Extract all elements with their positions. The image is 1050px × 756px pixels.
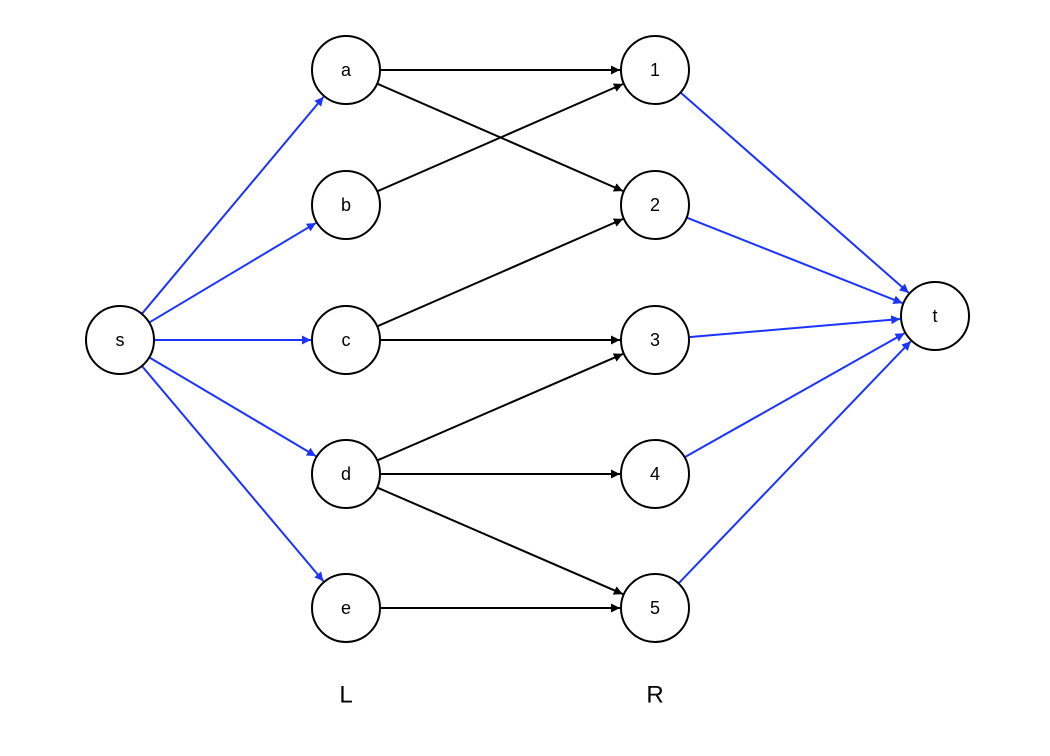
node-c: c (311, 305, 381, 375)
node-circle-2 (620, 170, 690, 240)
node-label-5: 5 (650, 598, 660, 618)
node-label-2: 2 (650, 195, 660, 215)
edge-2-to-t (686, 216, 903, 305)
node-circle-5 (620, 573, 690, 643)
node-label-1: 1 (650, 60, 660, 80)
node-b: b (311, 170, 381, 240)
node-circle-e (311, 573, 381, 643)
node-label-s: s (116, 330, 125, 350)
node-circle-4 (620, 439, 690, 509)
group-label-r: R (646, 682, 663, 709)
edge-1-to-t (679, 91, 910, 294)
node-t: t (900, 281, 970, 351)
node-circle-s (85, 305, 155, 375)
edge-d-to-3 (376, 353, 624, 462)
node-2: 2 (620, 170, 690, 240)
edge-s-to-d (148, 356, 317, 458)
node-label-d: d (341, 464, 351, 484)
node-circle-d (311, 439, 381, 509)
node-label-3: 3 (650, 330, 660, 350)
edge-b-to-1 (376, 83, 624, 193)
edge-s-to-a (141, 96, 325, 315)
node-circle-c (311, 305, 381, 375)
edge-s-to-e (141, 365, 325, 582)
node-label-t: t (932, 306, 937, 326)
node-label-4: 4 (650, 464, 660, 484)
node-5: 5 (620, 573, 690, 643)
edge-4-to-t (684, 332, 906, 459)
node-4: 4 (620, 439, 690, 509)
node-circle-3 (620, 305, 690, 375)
node-label-c: c (342, 330, 351, 350)
node-circle-a (311, 35, 381, 105)
group-label-l: L (339, 682, 352, 709)
node-label-e: e (341, 598, 351, 618)
node-circle-t (900, 281, 970, 351)
nodes-layer: s a b c d e 1 2 3 4 5 t (85, 35, 970, 643)
node-circle-1 (620, 35, 690, 105)
edge-5-to-t (677, 340, 912, 585)
node-label-b: b (341, 195, 351, 215)
node-s: s (85, 305, 155, 375)
edge-3-to-t (688, 315, 901, 339)
node-d: d (311, 439, 381, 509)
node-label-a: a (341, 60, 352, 80)
node-a: a (311, 35, 381, 105)
node-1: 1 (620, 35, 690, 105)
node-e: e (311, 573, 381, 643)
edge-c-to-2 (376, 218, 624, 328)
edge-d-to-5 (376, 486, 624, 595)
edge-s-to-b (148, 222, 317, 324)
node-3: 3 (620, 305, 690, 375)
node-circle-b (311, 170, 381, 240)
edges-layer (141, 65, 912, 613)
